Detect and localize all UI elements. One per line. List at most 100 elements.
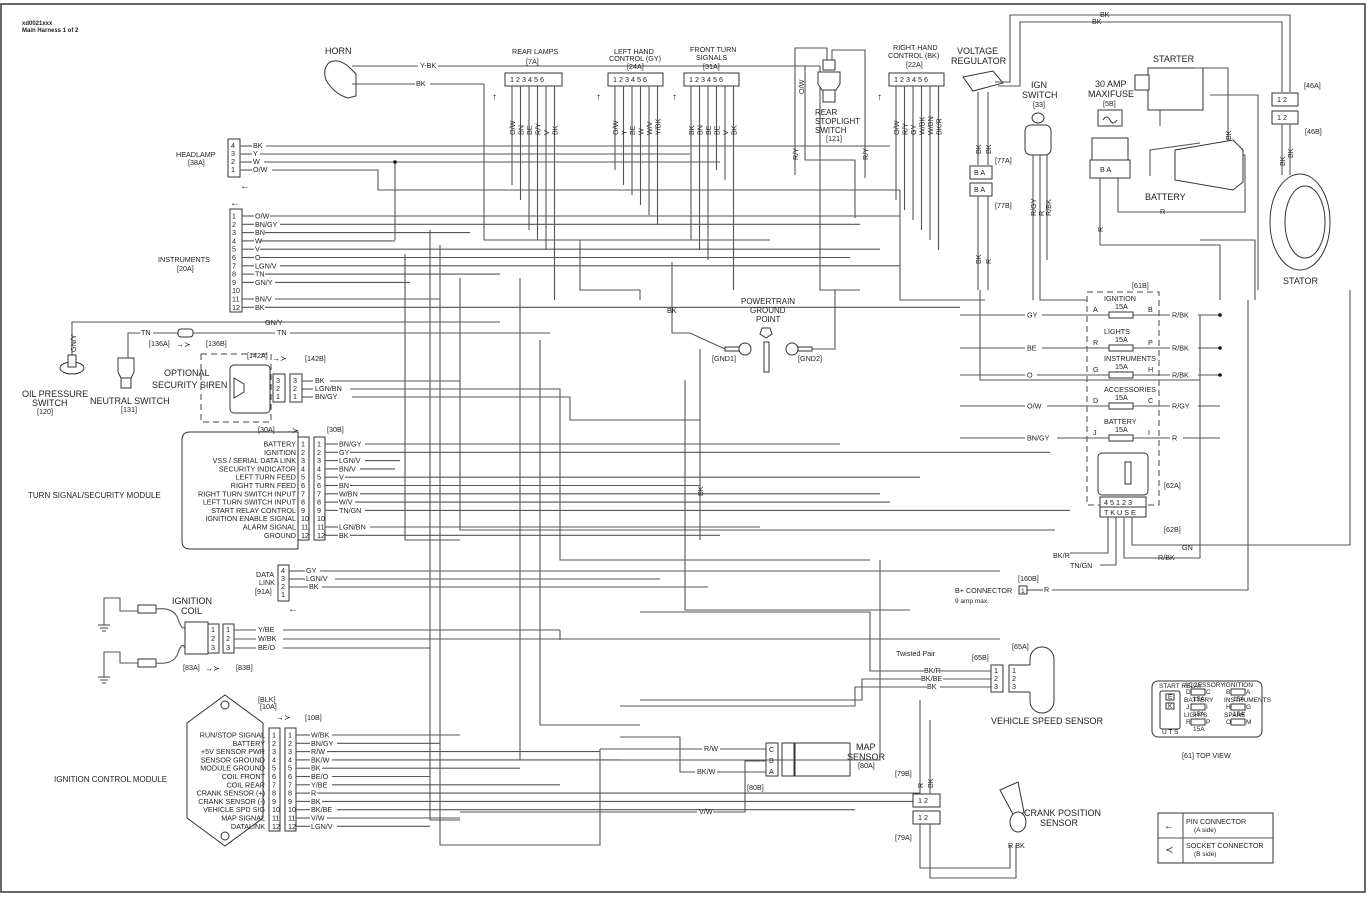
pin-number: 12 (317, 531, 325, 540)
fuse-pin: D (1093, 396, 1098, 405)
wire-label: BK/BE (311, 805, 332, 814)
svg-text:TN: TN (277, 328, 287, 337)
svg-text:STATOR: STATOR (1283, 276, 1319, 286)
module-function: SENSOR GROUND (201, 755, 265, 764)
module-function: +5V SENSOR PWR (201, 747, 265, 756)
svg-text:J: J (1186, 704, 1189, 711)
svg-text:1 2 3 4 5 6: 1 2 3 4 5 6 (689, 75, 723, 84)
svg-text:[62B]: [62B] (1164, 525, 1181, 534)
wire-label: O/W (892, 120, 901, 135)
pin-number: 3 (301, 456, 305, 465)
svg-text:T K U S E: T K U S E (1104, 508, 1136, 517)
wire-label: BK (339, 531, 349, 540)
pin-number: 2 (301, 448, 305, 457)
module-function: LEFT TURN SWITCH INPUT (203, 498, 297, 507)
wire-label: BE (713, 125, 722, 135)
oil-pressure-switch: GN/Y OIL PRESSURE SWITCH [120] GN/Y (22, 318, 500, 416)
fuse-icon (1190, 688, 1206, 696)
wire-label: BK (311, 797, 321, 806)
svg-text:BK: BK (1100, 10, 1110, 19)
pin-number: 6 (317, 481, 321, 490)
wire-label: W (255, 236, 262, 245)
svg-text:POINT: POINT (756, 315, 781, 324)
doc-subtitle: Main Harness 1 of 2 (22, 28, 79, 34)
svg-text:E: E (1168, 694, 1173, 701)
pin-number: 6 (232, 253, 236, 262)
pin-number: 5 (317, 473, 321, 482)
wire-label: W/V (339, 498, 353, 507)
svg-text:3: 3 (994, 682, 998, 691)
svg-text:[136A]: [136A] (149, 339, 170, 348)
svg-text:D: D (1186, 689, 1191, 696)
bolt-icon (763, 341, 770, 373)
fuse-name: IGNITION (1104, 294, 1136, 303)
svg-text:SENSOR: SENSOR (1040, 818, 1079, 828)
svg-text:POWERTRAIN: POWERTRAIN (741, 297, 795, 306)
svg-text:[24A]: [24A] (627, 62, 644, 71)
module-function: MAP SIGNAL (221, 814, 265, 823)
pin-number: 3 (272, 747, 276, 756)
svg-text:R: R (1160, 207, 1165, 216)
pin-number: 10 (301, 514, 309, 523)
svg-text:CONTROL (GY): CONTROL (GY) (609, 54, 661, 63)
module-function: COIL FRONT (222, 772, 266, 781)
svg-text:BK: BK (1278, 156, 1287, 166)
svg-text:[33]: [33] (1033, 100, 1045, 109)
svg-text:[20A]: [20A] (177, 264, 194, 273)
wire-label: BK (730, 125, 739, 135)
module-function: VSS / SERIAL DATA LINK (213, 456, 297, 465)
ign-switch: IGN SWITCH [33] R/GY R R/BK (1022, 80, 1058, 300)
module-function: DATALINK (231, 822, 265, 831)
module-function: BATTERY (264, 440, 297, 449)
fuse-rating: 15A (1115, 335, 1128, 344)
svg-text:BN/GY: BN/GY (315, 392, 338, 401)
module-function: IGNITION (264, 448, 296, 457)
wire-label: BE (628, 125, 637, 135)
fuse-name: ACCESSORY (1184, 682, 1225, 689)
svg-text:[62A]: [62A] (1164, 481, 1181, 490)
wire-label: TN (255, 270, 265, 279)
svg-text:VEHICLE SPEED SENSOR: VEHICLE SPEED SENSOR (991, 716, 1104, 726)
headlamp-connector: HEADLAMP [38A] 4 3 2 1 BK Y W O/W ← (176, 138, 900, 240)
svg-text:[10B]: [10B] (305, 713, 322, 722)
connector-legend: ← ≺ PIN CONNECTOR (A side) SOCKET CONNEC… (1157, 812, 1274, 864)
svg-text:A: A (769, 767, 774, 776)
svg-text:[GND1]: [GND1] (712, 354, 736, 363)
pin-number: 4 (232, 236, 236, 245)
svg-text:9 amp max.: 9 amp max. (955, 598, 989, 605)
svg-text:1 2: 1 2 (1277, 113, 1287, 122)
headlamp-conn: [38A] (188, 158, 205, 167)
svg-text:SENSOR: SENSOR (847, 752, 886, 762)
svg-text:COIL: COIL (181, 606, 202, 616)
pin-number: 7 (232, 261, 236, 270)
pin-number: 1 (288, 731, 292, 740)
svg-text:[31A]: [31A] (703, 62, 720, 71)
starter: STARTER BK (1134, 54, 1259, 290)
svg-text:3: 3 (276, 376, 280, 385)
fuse-name: INSTRUMENTS (1104, 354, 1156, 363)
pin-arrow-icon: ← (1164, 821, 1174, 832)
svg-text:[30A]: [30A] (258, 425, 275, 434)
svg-text:K: K (1168, 703, 1173, 710)
pin-number: 8 (317, 498, 321, 507)
pin-number: 11 (317, 523, 324, 532)
maxifuse: 30 AMP MAXIFUSE [5B] B A R R (1088, 79, 1246, 245)
wire-label: LGN/BN (339, 523, 366, 532)
wire-label: BE (704, 125, 713, 135)
wire-label: BN (255, 228, 265, 237)
svg-text:TN/GN: TN/GN (1070, 561, 1092, 570)
svg-text:3: 3 (281, 574, 285, 583)
ignition-coil: IGNITION COIL 1 2 3 1 2 3 Y/BE W/BK BE/O… (98, 596, 1000, 684)
svg-text:BK/R: BK/R (1053, 551, 1070, 560)
svg-text:[65B]: [65B] (972, 653, 989, 662)
wire-label: TN/GN (339, 506, 361, 515)
svg-text:2: 2 (276, 384, 280, 393)
svg-text:R/BK: R/BK (1158, 553, 1175, 562)
pin-number: 10 (317, 514, 325, 523)
fuse-icon (1230, 688, 1246, 696)
svg-text:[83A]: [83A] (183, 663, 200, 672)
svg-text:CONTROL (BK): CONTROL (BK) (888, 51, 939, 60)
pin-arrow-icon: ↑ (596, 92, 601, 103)
svg-text:1: 1 (231, 165, 235, 174)
